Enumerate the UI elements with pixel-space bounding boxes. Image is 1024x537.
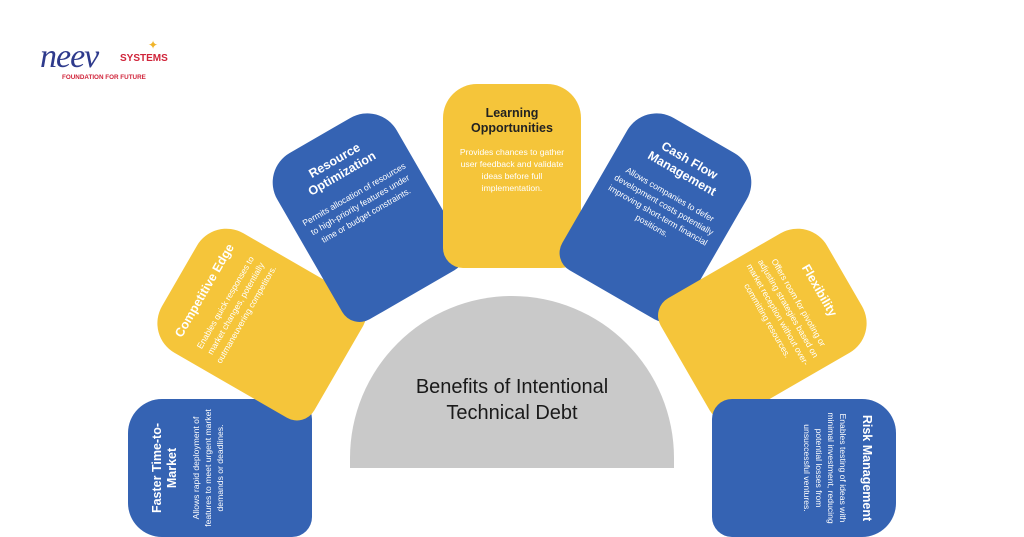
logo-spark-icon: ✦: [148, 38, 159, 52]
logo-tagline: FOUNDATION FOR FUTURE: [62, 74, 146, 81]
segment-description: Enables testing of ideas with minimal in…: [802, 412, 848, 524]
segment-title: Learning Opportunities: [471, 106, 553, 135]
center-hub: Benefits of Intentional Technical Debt: [350, 296, 674, 468]
segment-description: Provides chances to gather user feedback…: [459, 147, 565, 193]
infographic: neev ✦ SYSTEMS FOUNDATION FOR FUTURE Fas…: [40, 38, 896, 537]
segment-card: Learning Opportunities Provides chances …: [443, 84, 581, 268]
segment-title: Risk Management: [860, 414, 874, 522]
segment-description: Offers room for pivoting or adjusting st…: [742, 256, 828, 368]
neev-systems-logo: neev ✦ SYSTEMS FOUNDATION FOR FUTURE: [40, 38, 200, 88]
segment-description: Enables quick responses to market change…: [194, 254, 279, 365]
segment-description: Allows rapid deployment of features to m…: [191, 409, 225, 527]
segment-card: Risk Management Enables testing of ideas…: [712, 399, 896, 537]
hub-title-line-1: Benefits of Intentional: [415, 376, 609, 398]
segment-card: Faster Time-to-Market Allows rapid deplo…: [128, 399, 312, 537]
logo-systems: SYSTEMS: [120, 53, 168, 64]
hub-title: Benefits of Intentional Technical Debt: [350, 374, 674, 426]
logo-wordmark: neev: [40, 38, 99, 75]
segment-title: Faster Time-to-Market: [150, 422, 179, 514]
hub-title-line-2: Technical Debt: [446, 402, 578, 424]
